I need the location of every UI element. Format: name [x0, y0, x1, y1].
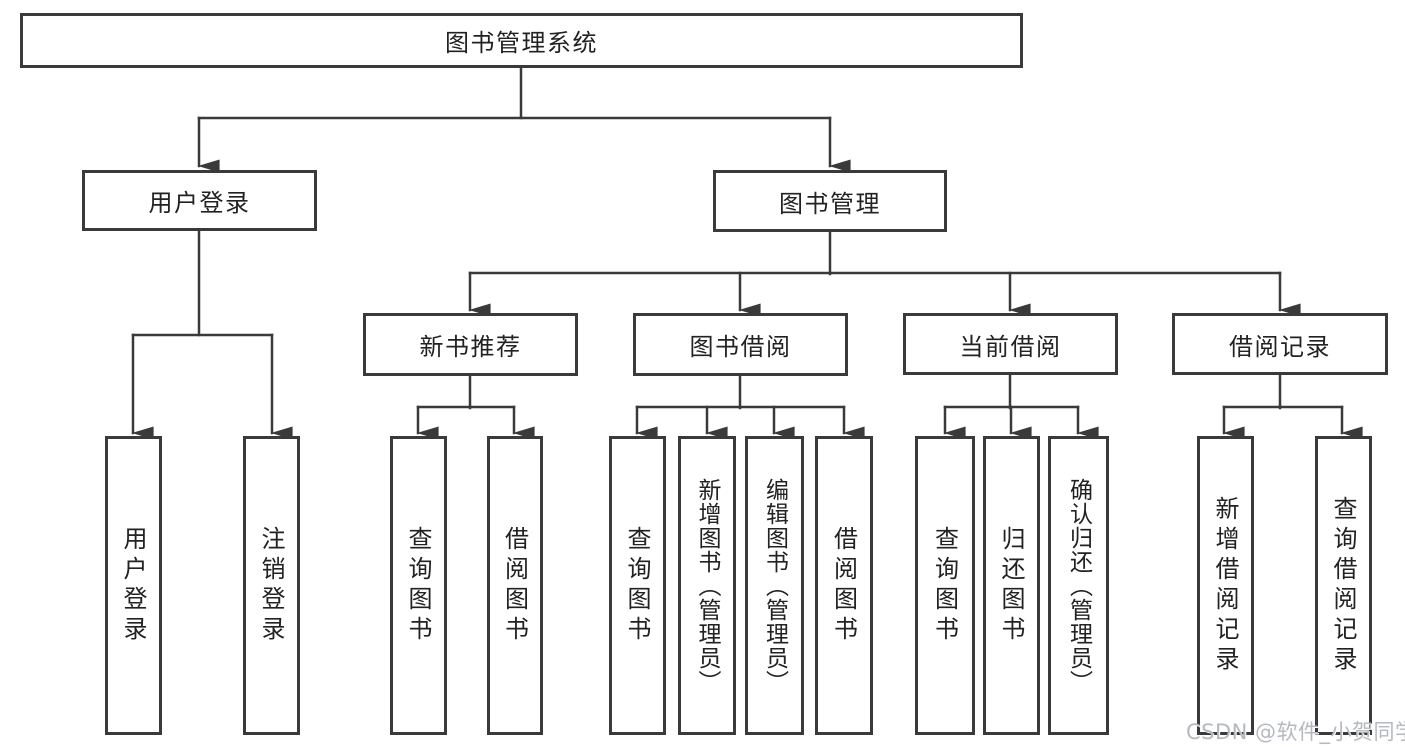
- leaf-query-book-current: 查询图书: [915, 436, 975, 735]
- node-book-borrowing: 图书借阅: [633, 313, 848, 376]
- csdn-watermark: CSDN @软件_小贺同学: [1186, 720, 1405, 744]
- node-root-system: 图书管理系统: [20, 13, 1023, 68]
- leaf-edit-book-admin: 编辑图书（管理员）: [745, 436, 804, 735]
- node-user-login: 用户登录: [82, 170, 317, 231]
- leaf-add-borrow-record: 新增借阅记录: [1197, 436, 1254, 735]
- leaf-borrow-book-recommend: 借阅图书: [487, 436, 543, 735]
- leaf-logout: 注销登录: [243, 436, 300, 735]
- leaf-user-login: 用户登录: [105, 436, 162, 735]
- leaf-add-book-admin: 新增图书（管理员）: [678, 436, 736, 735]
- leaf-query-book-borrowing: 查询图书: [609, 436, 666, 735]
- node-new-book-recommend: 新书推荐: [363, 313, 578, 376]
- leaf-return-book: 归还图书: [983, 436, 1040, 735]
- leaf-confirm-return-admin: 确认归还（管理员）: [1048, 436, 1109, 735]
- node-book-management: 图书管理: [713, 170, 947, 232]
- leaf-query-book-recommend: 查询图书: [390, 436, 447, 735]
- leaf-borrow-book: 借阅图书: [815, 436, 873, 735]
- leaf-query-borrow-record: 查询借阅记录: [1315, 436, 1372, 735]
- node-borrowing-records: 借阅记录: [1172, 313, 1388, 375]
- node-current-borrowing: 当前借阅: [903, 313, 1118, 375]
